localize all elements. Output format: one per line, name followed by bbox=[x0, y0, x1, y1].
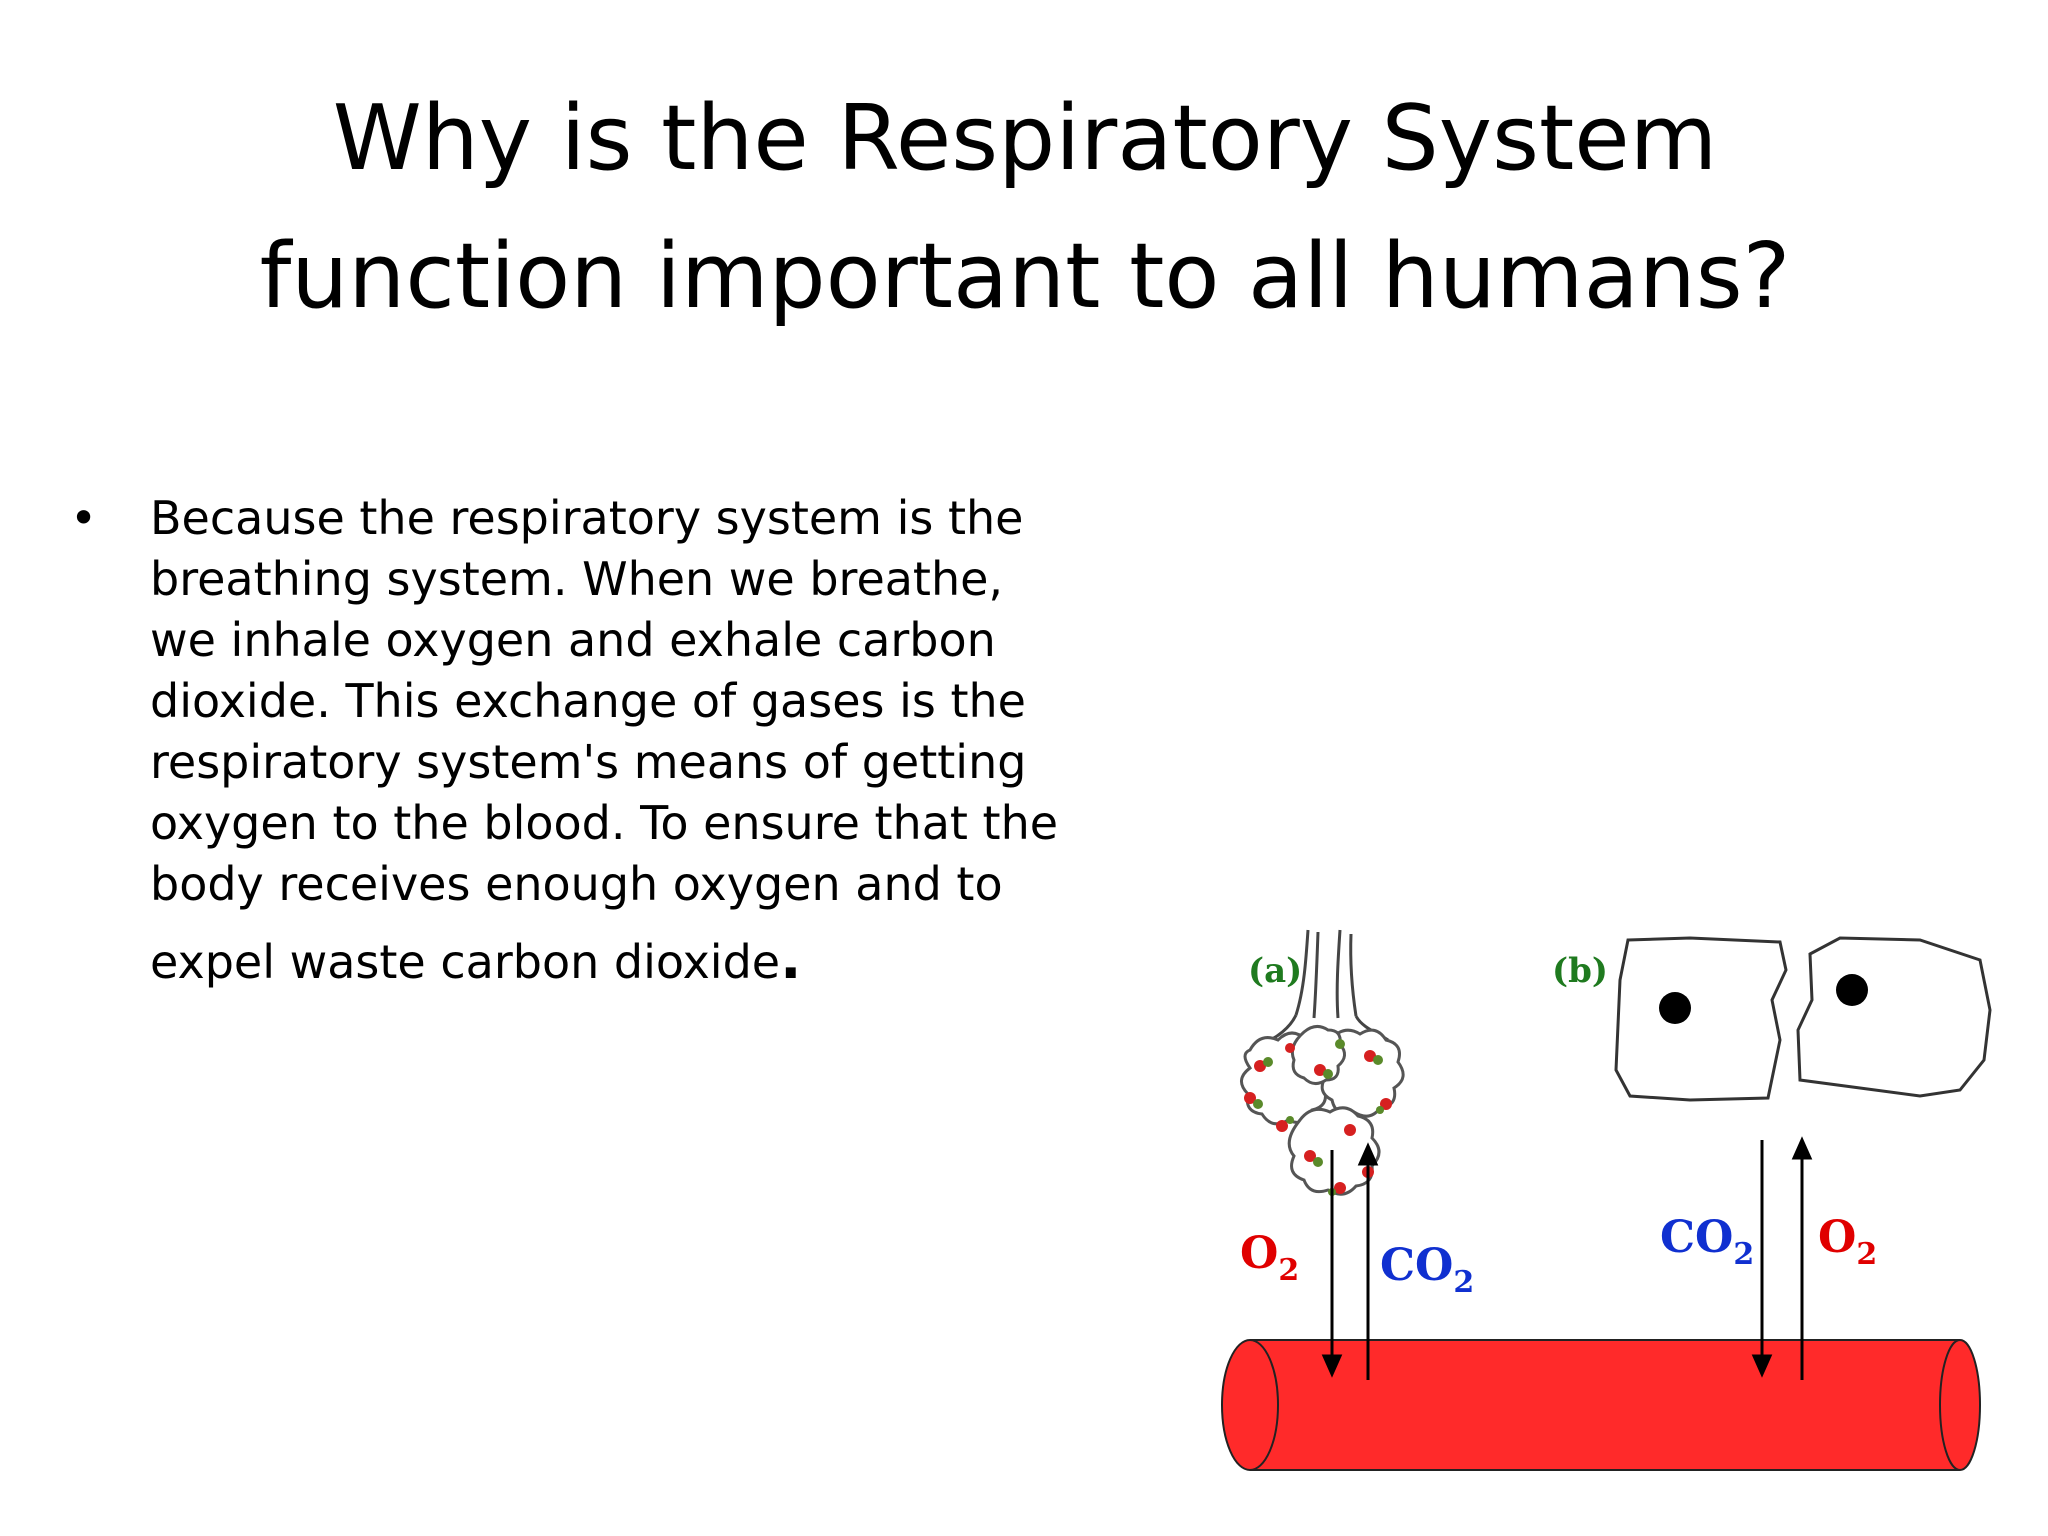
bullet-icon: • bbox=[70, 491, 98, 545]
title-line-1: Why is the Respiratory System bbox=[332, 86, 1718, 191]
bullet-line-7: body receives enough oxygen and to bbox=[150, 857, 1003, 911]
bullet-line-8: expel waste carbon dioxide. bbox=[150, 929, 1058, 993]
bullet-line-4: dioxide. This exchange of gases is the bbox=[150, 674, 1026, 728]
bullet-line-2: breathing system. When we breathe, bbox=[150, 552, 1004, 606]
bullet-final-period: . bbox=[780, 927, 802, 992]
bullet-line-1: Because the respiratory system is the bbox=[150, 491, 1024, 545]
title-line-2: function important to all humans? bbox=[259, 224, 1791, 329]
label-a-co2: CO2 bbox=[1380, 1240, 1474, 1300]
cell-nucleus-right bbox=[1836, 974, 1868, 1006]
gas-exchange-diagram: (a) (b) bbox=[1221, 929, 1992, 1471]
label-a-o2: O2 bbox=[1240, 1228, 1299, 1288]
capillary-speckles bbox=[1244, 1039, 1392, 1196]
bullet-line-5: respiratory system's means of getting bbox=[150, 735, 1027, 789]
cell-nucleus-left bbox=[1659, 992, 1691, 1024]
label-b-co2: CO2 bbox=[1660, 1212, 1754, 1272]
bullet-line-6: oxygen to the blood. To ensure that the bbox=[150, 796, 1059, 850]
arrows-b bbox=[1751, 1136, 1813, 1380]
bullet-text: Because the respiratory system is the br… bbox=[150, 488, 1058, 993]
label-b-o2: O2 bbox=[1818, 1212, 1877, 1272]
slide-title: Why is the Respiratory System function i… bbox=[120, 70, 1930, 346]
bullet-line-8-text: expel waste carbon dioxide bbox=[150, 935, 781, 989]
panel-a-label: (a) bbox=[1248, 951, 1302, 991]
bullet-line-3: we inhale oxygen and exhale carbon bbox=[150, 613, 996, 667]
arrows-a bbox=[1321, 1142, 1379, 1380]
panel-b-label: (b) bbox=[1552, 951, 1608, 991]
